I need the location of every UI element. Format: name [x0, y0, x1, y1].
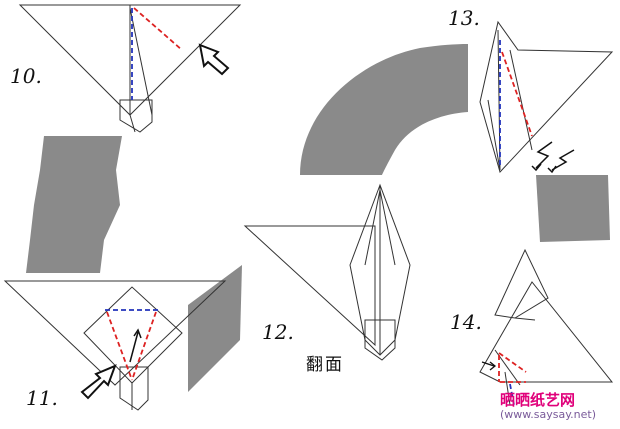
step-12-flip-note: 翻面	[306, 355, 344, 375]
step-14-figure	[479, 248, 614, 406]
gray-band-right	[536, 175, 610, 242]
step-13-figure	[479, 20, 614, 174]
watermark-site-name: 晒晒纸艺网	[500, 391, 576, 409]
step-10-label: 10.	[10, 64, 42, 88]
watermark-url: (www.saysay.net)	[500, 408, 597, 421]
step-14-label: 14.	[450, 310, 482, 334]
gray-band-left	[26, 136, 122, 273]
step-10-arrow-icon	[198, 43, 230, 76]
step-11-figure	[3, 280, 227, 411]
step-10-figure	[18, 4, 242, 133]
step-12-figure	[243, 183, 411, 361]
step-11-label: 11.	[26, 386, 58, 410]
turn-indicator-shapes	[26, 44, 610, 392]
gray-curved-band	[300, 44, 468, 175]
gray-band-bottom	[188, 265, 242, 392]
step-13-label: 13.	[448, 6, 480, 30]
step-11-arrow-icon	[80, 364, 117, 400]
step-12-label: 12.	[262, 320, 294, 344]
